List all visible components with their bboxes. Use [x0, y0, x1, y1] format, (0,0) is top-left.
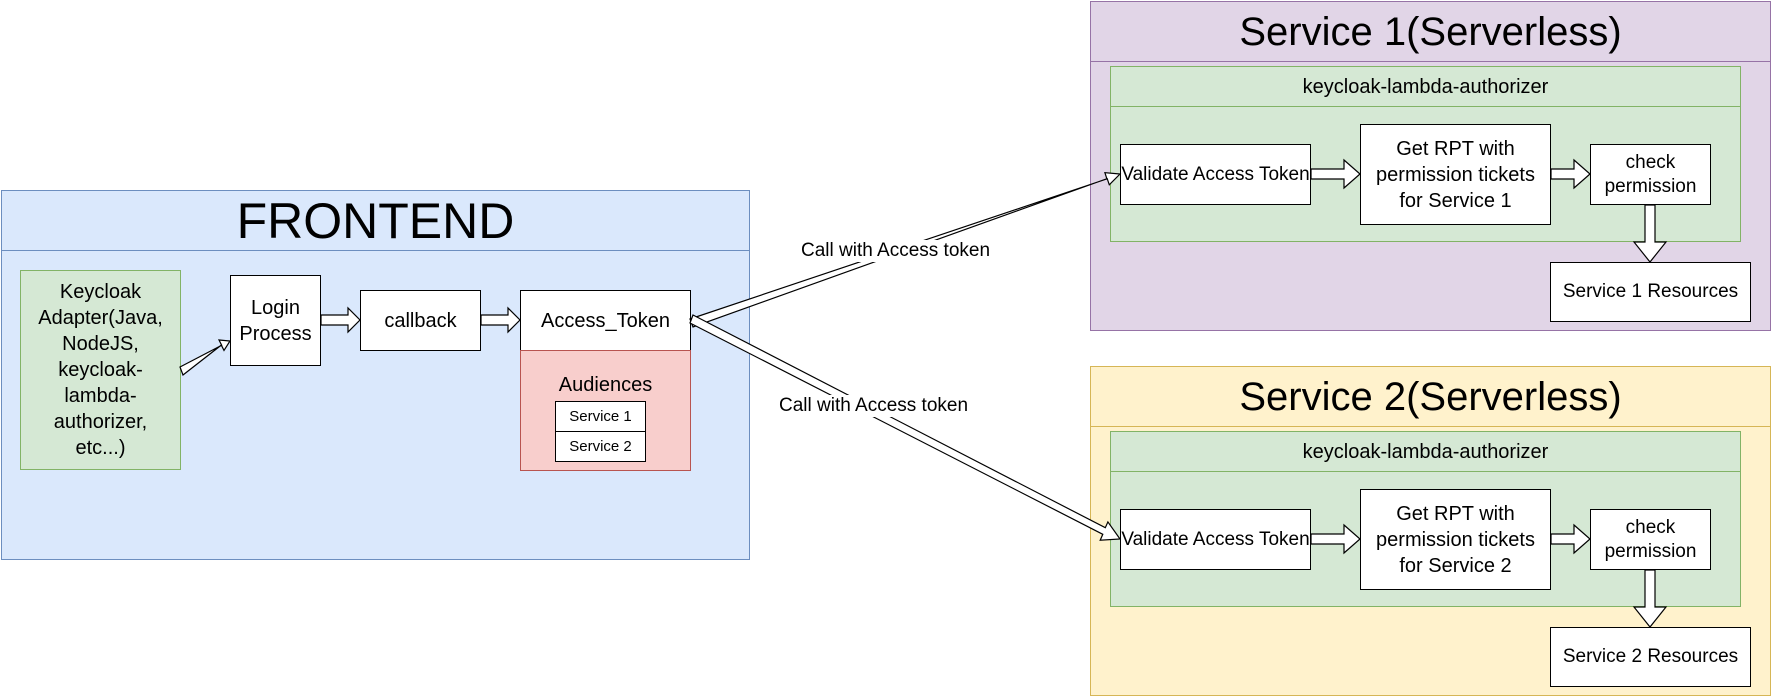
service2-authorizer-title: keycloak-lambda-authorizer — [1302, 440, 1549, 463]
service2-authorizer-title-bar: keycloak-lambda-authorizer — [1111, 432, 1740, 472]
audience-item: Service 2 — [555, 431, 646, 462]
login-process-box: Login Process — [230, 275, 321, 366]
service1-validate-label: Validate Access Token — [1121, 163, 1310, 185]
service1-resources-label: Service 1 Resources — [1562, 281, 1739, 302]
login-process-label: Login Process — [239, 296, 312, 345]
service2-check-label: check permission — [1604, 516, 1697, 562]
service1-check-label: check permission — [1604, 151, 1697, 197]
service1-rpt-box: Get RPT with permission tickets for Serv… — [1360, 124, 1551, 225]
frontend-title-bar: FRONTEND — [2, 191, 749, 251]
callback-box: callback — [360, 290, 481, 351]
service2-validate-label: Validate Access Token — [1121, 528, 1310, 550]
service1-title-bar: Service 1(Serverless) — [1091, 2, 1770, 62]
service2-rpt-label: Get RPT with permission tickets for Serv… — [1376, 502, 1535, 577]
callback-label: callback — [384, 309, 457, 332]
service2-rpt-box: Get RPT with permission tickets for Serv… — [1360, 489, 1551, 590]
service2-check-box: check permission — [1590, 509, 1711, 570]
service1-authorizer-title-bar: keycloak-lambda-authorizer — [1111, 67, 1740, 107]
service1-validate-box: Validate Access Token — [1120, 144, 1311, 205]
service2-title: Service 2(Serverless) — [1239, 374, 1622, 419]
arrow-token-to-service2 — [689, 314, 1122, 541]
keycloak-adapter-label: Keycloak Adapter(Java, NodeJS, keycloak-… — [38, 281, 163, 459]
keycloak-adapter-box: Keycloak Adapter(Java, NodeJS, keycloak-… — [20, 270, 181, 470]
service2-resources-label: Service 2 Resources — [1562, 646, 1739, 667]
frontend-title: FRONTEND — [236, 192, 515, 249]
edge-label-call-service2: Call with Access token — [778, 395, 970, 417]
access-token-label: Access_Token — [541, 309, 670, 332]
service2-title-bar: Service 2(Serverless) — [1091, 367, 1770, 427]
service1-check-box: check permission — [1590, 144, 1711, 205]
service2-validate-box: Validate Access Token — [1120, 509, 1311, 570]
service1-authorizer-title: keycloak-lambda-authorizer — [1302, 75, 1549, 98]
audience-item: Service 1 — [555, 401, 646, 432]
service1-resources-box: Service 1 Resources — [1550, 262, 1751, 322]
service1-rpt-label: Get RPT with permission tickets for Serv… — [1376, 137, 1535, 212]
audiences-title: Audiences — [558, 374, 653, 396]
edge-label-call-service1: Call with Access token — [800, 240, 992, 262]
service2-resources-box: Service 2 Resources — [1550, 627, 1751, 687]
audience-item-label: Service 2 — [569, 438, 632, 455]
audience-item-label: Service 1 — [569, 408, 632, 425]
service1-title: Service 1(Serverless) — [1239, 9, 1622, 54]
access-token-box: Access_Token — [520, 290, 691, 351]
